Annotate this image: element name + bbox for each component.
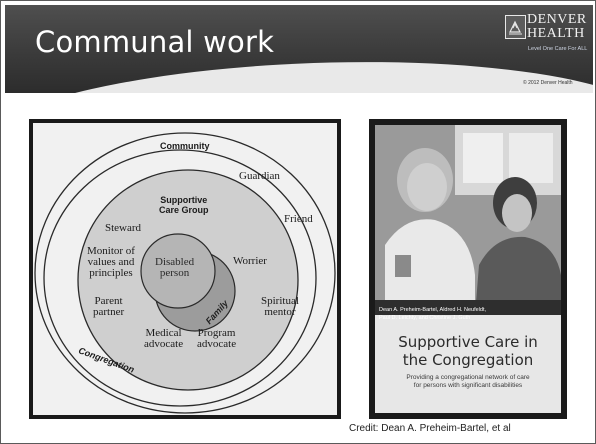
disabled-person-circle [140, 233, 216, 309]
label-medical-l1: Medical [145, 327, 182, 339]
label-monitor-l3: principles [89, 267, 133, 279]
logo-wordmark: DENVER HEALTH [527, 13, 587, 41]
copyright-text: © 2012 Denver Health [523, 80, 573, 86]
label-steward: Steward [105, 222, 142, 234]
concentric-circles-diagram [34, 132, 336, 414]
label-parent-l2: partner [93, 306, 125, 318]
photo-two-women-laughing [375, 125, 561, 315]
book-title: Supportive Care in the Congregation [375, 333, 561, 369]
label-spiritual-mentor: Spiritual mentor [261, 296, 299, 318]
image-credit: Credit: Dean A. Preheim-Bartel, et al [349, 423, 511, 434]
label-medical-l2: advocate [144, 338, 184, 350]
logo-name-line2: HEALTH [527, 26, 585, 41]
label-parent-partner: Parent partner [93, 296, 124, 318]
label-disabled-l1: Disabled [155, 256, 195, 268]
label-medical-advocate: Medical advocate [144, 328, 183, 350]
congregation-circle [43, 149, 317, 407]
book-authors-l2: Paul D. Leichty, and Christine J. Guth [379, 315, 471, 321]
book-authors-l1: Dean A. Preheim-Bartel, Aldred H. Neufel… [379, 307, 486, 313]
diagram-canvas: Community Guardian Supportive Care Group… [33, 123, 337, 415]
label-community: Community [160, 141, 210, 151]
label-spiritual-l1: Spiritual [261, 295, 299, 307]
book-title-l1: Supportive Care in [398, 333, 538, 351]
label-program-l2: advocate [197, 338, 237, 350]
label-disabled-person: Disabled person [155, 257, 194, 279]
label-monitor-l1: Monitor of [87, 245, 135, 257]
label-parent-l1: Parent [94, 295, 123, 307]
community-circle [34, 132, 336, 414]
label-program-advocate: Program advocate [197, 328, 236, 350]
label-friend: Friend [284, 213, 313, 225]
label-care-group-l1: Supportive [160, 195, 208, 205]
logo-tagline: Level One Care For ALL [528, 46, 588, 52]
diagram-figure: Community Guardian Supportive Care Group… [29, 119, 341, 419]
label-guardian: Guardian [239, 170, 280, 182]
label-worrier: Worrier [233, 255, 267, 267]
book-authors: Dean A. Preheim-Bartel, Aldred H. Neufel… [379, 306, 557, 322]
label-care-group: Supportive Care Group [159, 195, 209, 215]
book-cover-photo [375, 125, 561, 315]
label-disabled-l2: person [159, 267, 190, 279]
book-subtitle-l1: Providing a congregational network of ca… [406, 374, 530, 381]
label-program-l1: Program [197, 327, 236, 339]
book-subtitle-l2: for persons with significant disabilitie… [413, 382, 523, 389]
label-care-group-l2: Care Group [159, 205, 209, 215]
book-title-panel: Supportive Care in the Congregation Prov… [375, 315, 561, 413]
label-monitor: Monitor of values and principles [87, 246, 135, 279]
label-monitor-l2: values and [87, 256, 135, 268]
slide-header: Communal work DENVER HEALTH Level One Ca… [5, 5, 593, 93]
logo-name-line1: DENVER [527, 12, 587, 27]
slide-title: Communal work [35, 25, 275, 59]
book-subtitle: Providing a congregational network of ca… [375, 374, 561, 390]
logo-emblem-icon [505, 15, 526, 39]
label-spiritual-l2: mentor [264, 306, 296, 318]
book-title-l2: the Congregation [402, 351, 534, 369]
book-cover: Dean A. Preheim-Bartel, Aldred H. Neufel… [369, 119, 567, 419]
